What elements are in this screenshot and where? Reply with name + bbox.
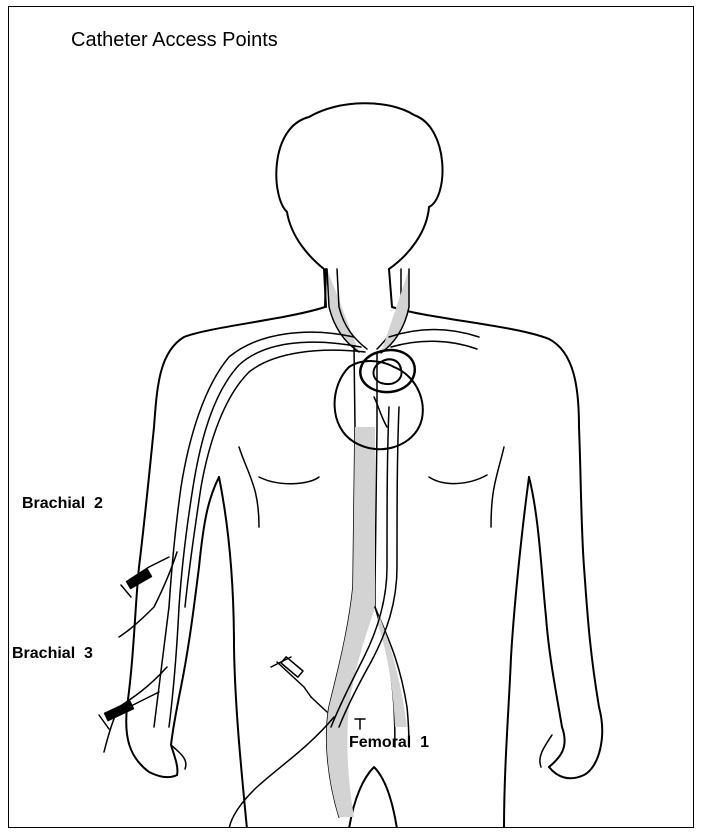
page-title: Catheter Access Points (71, 29, 278, 52)
label-brachial-3: Brachial 3 (12, 645, 93, 663)
syringe-femoral-1 (271, 657, 327, 712)
label-brachial-2: Brachial 2 (22, 495, 103, 513)
catheters (104, 552, 334, 828)
heart (335, 350, 423, 449)
label-femoral-1: Femoral 1 (349, 734, 429, 752)
diagram-frame: Catheter Access Points Brachial 2 Brachi… (8, 6, 694, 828)
body-illustration (9, 7, 694, 828)
marker-t (355, 719, 365, 729)
